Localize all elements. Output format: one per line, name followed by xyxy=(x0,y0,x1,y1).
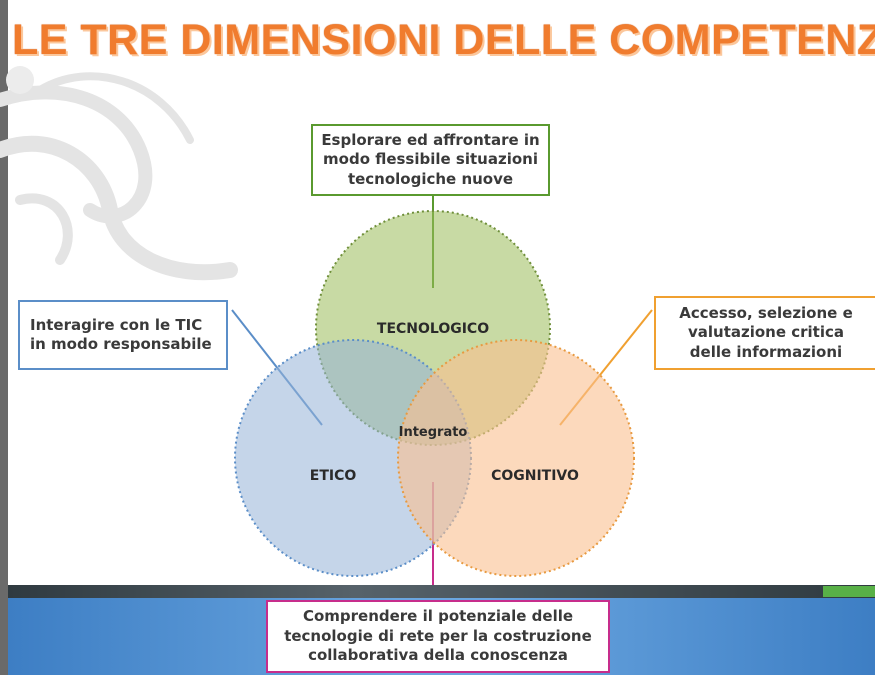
callout-box-tecnologico: Esplorare ed affrontare in modo flessibi… xyxy=(311,124,550,196)
swirl-dot xyxy=(6,66,34,94)
callout-box-cognitivo: Accesso, selezione e valutazione critica… xyxy=(654,296,875,370)
callout-text-cognitivo: Accesso, selezione e valutazione critica… xyxy=(679,303,853,361)
label-etico: ETICO xyxy=(310,468,357,484)
label-integrato: Integrato xyxy=(399,425,468,440)
callout-text-collaborativo: Comprendere il potenziale delle tecnolog… xyxy=(284,607,592,665)
label-cognitivo: COGNITIVO xyxy=(491,468,579,484)
page-title: LE TRE DIMENSIONI DELLE COMPETENZE DIGIT… xyxy=(12,16,875,64)
label-tecnologico: TECNOLOGICO xyxy=(377,321,489,337)
callout-box-collaborativo: Comprendere il potenziale delle tecnolog… xyxy=(266,600,610,673)
footer-dark-bar xyxy=(8,585,875,598)
decorative-swirl-graphic xyxy=(0,66,238,281)
footer-green-accent xyxy=(823,586,875,597)
callout-text-tecnologico: Esplorare ed affrontare in modo flessibi… xyxy=(321,130,540,188)
callout-box-etico: Interagire con le TIC in modo responsabi… xyxy=(18,300,228,370)
circle-cognitivo xyxy=(397,339,635,577)
callout-text-etico: Interagire con le TIC in modo responsabi… xyxy=(30,315,212,354)
slide-left-border xyxy=(0,0,8,675)
